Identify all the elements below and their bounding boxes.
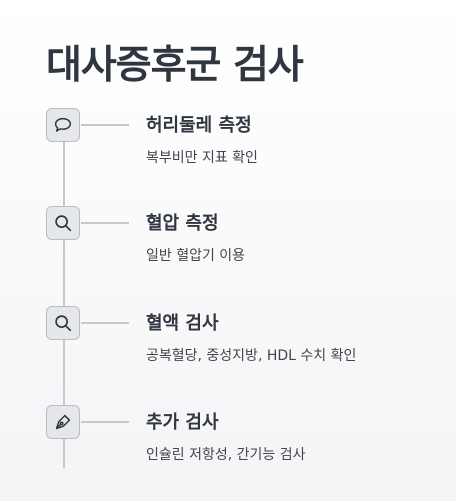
connector-line: [81, 222, 129, 224]
magnifier-icon: [46, 306, 80, 340]
step-blood-pressure: 혈압 측정 일반 혈압기 이용: [46, 206, 446, 266]
step-description: 일반 혈압기 이용: [146, 248, 246, 264]
page-title: 대사증후군 검사: [46, 43, 304, 88]
timeline-line: [63, 108, 65, 468]
connector-line: [81, 322, 129, 324]
magnifier-icon: [46, 206, 80, 240]
step-title: 허리둘레 측정: [146, 115, 252, 136]
speech-bubble-icon: [46, 108, 80, 142]
step-blood-test: 혈액 검사 공복혈당, 중성지방, HDL 수치 확인: [46, 306, 446, 366]
step-description: 인슐린 저항성, 간기능 검사: [146, 447, 306, 463]
pen-nib-icon: [46, 405, 80, 439]
connector-line: [81, 421, 129, 423]
step-title: 혈압 측정: [146, 213, 219, 234]
connector-line: [81, 124, 129, 126]
step-title: 혈액 검사: [146, 313, 219, 334]
step-description: 공복혈당, 중성지방, HDL 수치 확인: [146, 348, 357, 364]
step-description: 복부비만 지표 확인: [146, 150, 258, 166]
step-waist-measurement: 허리둘레 측정 복부비만 지표 확인: [46, 108, 446, 168]
step-title: 추가 검사: [146, 412, 219, 433]
step-additional-test: 추가 검사 인슐린 저항성, 간기능 검사: [46, 405, 446, 465]
